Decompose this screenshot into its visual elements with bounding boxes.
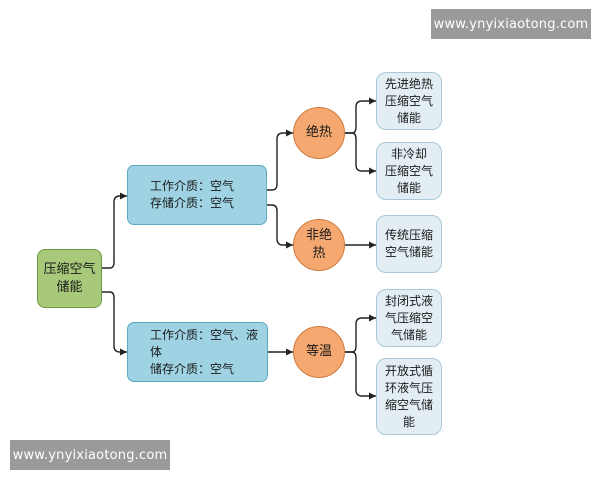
root-line-2: 储能 bbox=[56, 279, 83, 295]
leaf-4-line-1: 封闭式液 bbox=[384, 293, 433, 308]
medium-1-line-2: 存储介质：空气 bbox=[150, 196, 235, 210]
medium-node-air: 工作介质：空气 存储介质：空气 bbox=[127, 165, 267, 225]
edge-type-3-leaf-4 bbox=[345, 314, 376, 353]
leaf-2-line-2: 压缩空气 bbox=[384, 163, 433, 178]
leaf-2-line-1: 非冷却 bbox=[390, 146, 427, 161]
leaf-node-open-cycle-liquid-gas: 开放式循 环液气压 缩空气储 能 bbox=[376, 358, 442, 435]
medium-1-line-1: 工作介质：空气 bbox=[150, 179, 235, 193]
watermark-bottom: www.ynyixiaotong.com bbox=[10, 440, 170, 470]
leaf-1-line-2: 压缩空气 bbox=[384, 93, 433, 108]
leaf-4-line-2: 气压缩空 bbox=[384, 310, 433, 325]
medium-2-line-1: 工作介质：空气、液体 bbox=[150, 327, 259, 359]
leaf-node-non-cooling: 非冷却 压缩空气 储能 bbox=[376, 142, 442, 200]
leaf-3-line-2: 空气储能 bbox=[384, 245, 433, 259]
root-line-1: 压缩空气 bbox=[43, 261, 96, 277]
leaf-2-line-3: 储能 bbox=[396, 180, 421, 195]
leaf-1-line-3: 储能 bbox=[396, 110, 421, 125]
type-node-isothermal: 等温 bbox=[293, 326, 345, 378]
medium-2-line-2: 储存介质：空气 bbox=[150, 361, 235, 376]
leaf-5-line-3: 缩空气储 bbox=[384, 397, 433, 412]
edge-type-1-leaf-1 bbox=[345, 97, 376, 134]
type-2-line-2: 热 bbox=[312, 246, 326, 261]
edge-type-1-leaf-2 bbox=[345, 132, 376, 175]
edge-root-medium-1 bbox=[102, 192, 127, 269]
type-1-line-1: 绝热 bbox=[305, 125, 332, 140]
leaf-node-closed-liquid-gas: 封闭式液 气压缩空 气储能 bbox=[376, 289, 442, 347]
leaf-4-line-3: 气储能 bbox=[390, 327, 427, 342]
medium-node-air-liquid: 工作介质：空气、液体 储存介质：空气 bbox=[127, 322, 268, 382]
edge-root-medium-2 bbox=[102, 291, 127, 356]
edge-type-3-leaf-5 bbox=[345, 351, 376, 400]
leaf-3-line-1: 传统压缩 bbox=[384, 228, 433, 242]
edge-medium-1-type-1 bbox=[267, 129, 293, 191]
leaf-5-line-4: 能 bbox=[402, 414, 415, 429]
type-node-non-adiabatic: 非绝 热 bbox=[293, 219, 345, 271]
type-node-adiabatic: 绝热 bbox=[293, 107, 345, 159]
type-2-line-1: 非绝 bbox=[305, 228, 332, 243]
leaf-node-advanced-adiabatic: 先进绝热 压缩空气 储能 bbox=[376, 72, 442, 130]
leaf-node-traditional: 传统压缩 空气储能 bbox=[376, 215, 442, 273]
edge-medium-1-type-2 bbox=[267, 204, 293, 249]
type-3-line-1: 等温 bbox=[305, 344, 332, 359]
leaf-5-line-2: 环液气压 bbox=[384, 380, 433, 395]
root-node: 压缩空气 储能 bbox=[37, 249, 102, 308]
leaf-1-line-1: 先进绝热 bbox=[384, 76, 433, 91]
watermark-top: www.ynyixiaotong.com bbox=[431, 9, 591, 39]
leaf-5-line-1: 开放式循 bbox=[384, 363, 433, 378]
